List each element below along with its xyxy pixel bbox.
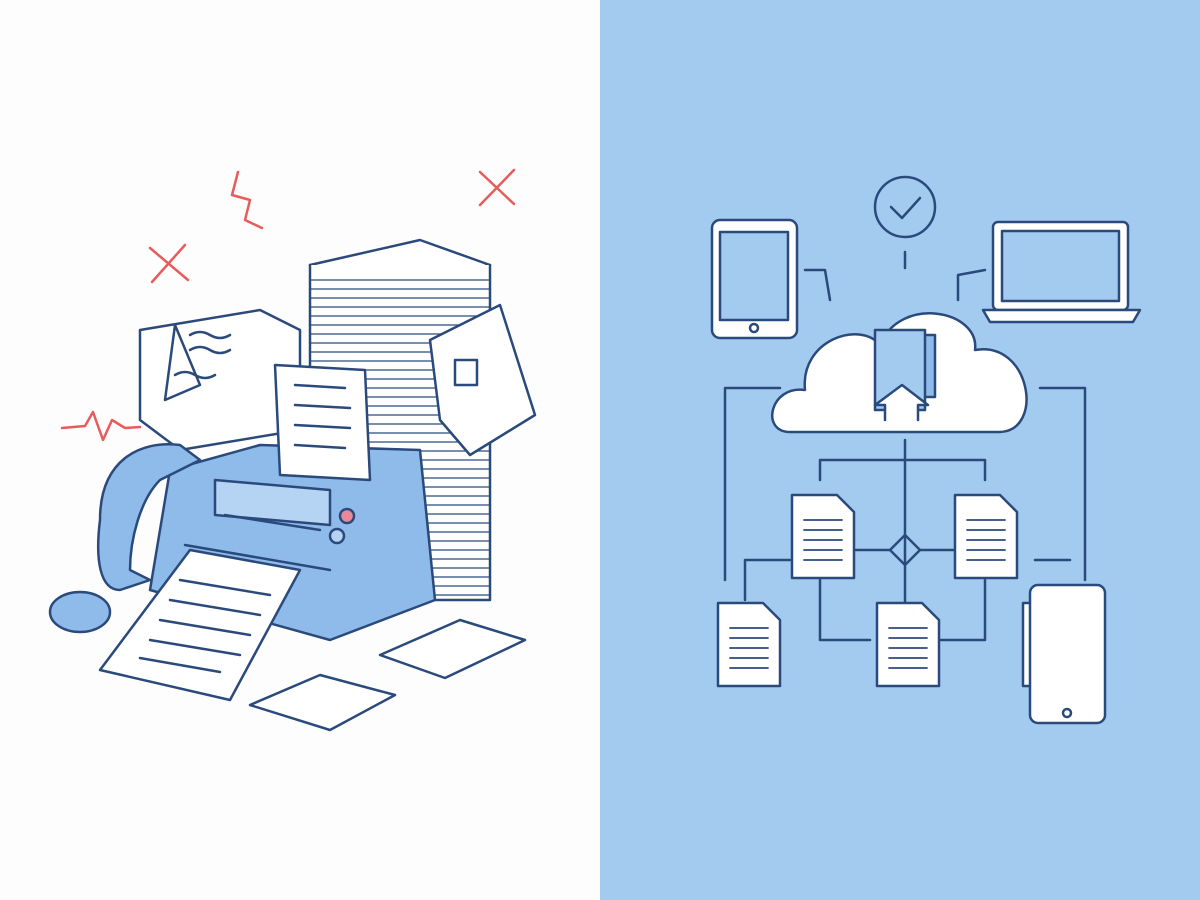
document-icon — [716, 601, 782, 688]
lightning-icon — [230, 170, 264, 230]
document-icon — [790, 493, 856, 580]
checkmark-circle-icon — [873, 175, 937, 239]
tablet-icon — [710, 218, 799, 340]
fax-scene — [48, 238, 537, 732]
cloud-scene — [710, 175, 1142, 725]
telephone-handset-icon — [96, 443, 202, 592]
upload-arrow-icon — [873, 383, 930, 422]
lightning-icon — [60, 410, 142, 442]
smartphone-icon — [1028, 583, 1107, 725]
fax-machine-icon — [98, 363, 437, 702]
right-background — [600, 0, 1200, 900]
document-icon — [953, 493, 1019, 580]
error-x-icon — [478, 168, 516, 207]
laptop-icon — [981, 220, 1142, 324]
error-x-icon — [148, 243, 190, 284]
alert-marks — [60, 168, 516, 442]
document-icon — [875, 601, 941, 688]
phone-cord-icon — [48, 590, 112, 634]
